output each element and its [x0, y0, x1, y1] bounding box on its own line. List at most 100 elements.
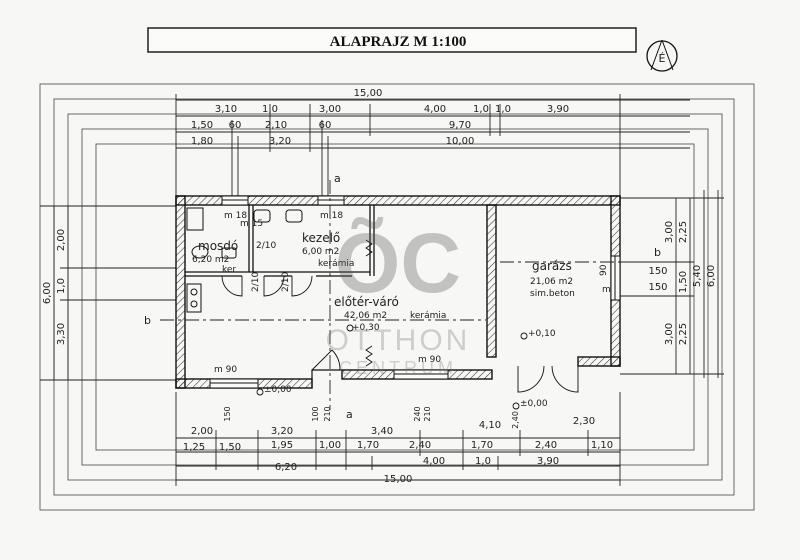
room-garazs-level: +0,10 — [528, 329, 556, 339]
dim-bot-r1-2: 3,40 — [371, 426, 393, 437]
tag-e90: 90 — [599, 264, 609, 276]
dim-bot-r2-3: 1,00 — [319, 440, 341, 451]
level-marker-icon — [256, 388, 264, 396]
dim-left-0: 2,00 — [56, 229, 67, 251]
dim-top-r3-0: 1,80 — [191, 136, 213, 147]
section-b-right: b — [654, 246, 661, 259]
doors — [221, 239, 579, 393]
dim-bot-r2-1: 1,50 — [219, 442, 241, 453]
dim-bot-r1-0: 2,00 — [191, 426, 213, 437]
north-letter: É — [659, 52, 666, 65]
level-entry: ±0,00 — [264, 385, 292, 395]
room-eloter-floor: kerámia — [410, 311, 446, 321]
bottom-dimension-lines — [175, 392, 621, 486]
dim-small-3: 240 — [413, 406, 422, 421]
top-dimension-lines — [175, 94, 690, 200]
dim-top-r2-3: 60 — [319, 120, 332, 131]
dim-bot-r2-2: 1,95 — [271, 440, 293, 451]
dim-small-1: 100 — [311, 406, 320, 421]
toilet-icon — [191, 245, 209, 259]
room-eloter-level: +0,30 — [352, 323, 380, 333]
dim-small-2: 210 — [323, 406, 332, 421]
dim-top-r1-6: 3,90 — [547, 104, 569, 115]
tag-m18-a: m 18 — [224, 211, 247, 221]
left-dimension-lines — [40, 205, 176, 381]
room-kezelo-floor: kerámia — [318, 259, 354, 269]
plan-title: ALAPRAJZ M 1:100 — [330, 34, 467, 50]
washbasin-icon-2 — [285, 209, 303, 223]
dim-top-overall: 15,00 — [354, 88, 383, 99]
dim-top-r1-3: 4,00 — [424, 104, 446, 115]
dim-top-r2-2: 2,10 — [265, 120, 287, 131]
room-kezelo-name: kezelő — [302, 231, 340, 245]
tag-m90-b: m 90 — [418, 355, 441, 365]
sink-icon — [221, 247, 237, 259]
left-dimension-text: 6,00 2,00 1,0 3,30 — [42, 229, 67, 345]
dim-top-r2-0: 1,50 — [191, 120, 213, 131]
dim-bot-r1-3: 4,10 — [479, 420, 501, 431]
dim-right-0: 3,00 — [664, 221, 675, 243]
dim-right-1: 2,25 — [678, 221, 689, 243]
north-arrow-icon: É — [646, 39, 678, 72]
sanitary-fixtures — [186, 207, 303, 313]
tag-m18-b: m 18 — [320, 211, 343, 221]
dim-right-2: 1,50 — [678, 271, 689, 293]
dim-top-r1-0: 3,10 — [215, 104, 237, 115]
tag-m-garage: m — [602, 285, 611, 295]
dim-right-3: 5,40 — [692, 265, 703, 287]
dim-right-small-0: 150 — [648, 266, 667, 277]
room-mosdo-floor: ker — [222, 265, 236, 275]
interior-partitions — [185, 205, 375, 277]
room-labels: mosdó 6,20 m2 2/10 ker kezelő 6,00 m2 ke… — [192, 231, 575, 409]
dim-bot-r3-1: 4,00 — [423, 456, 445, 467]
windows — [209, 195, 621, 389]
right-dimension-text: 6,00 3,00 2,25 1,50 5,40 3,00 2,25 150 1… — [648, 221, 717, 345]
dim-bot-r3-2: 1,0 — [475, 456, 491, 467]
dim-right-5: 2,25 — [678, 323, 689, 345]
bottom-dimension-text: 2,00 3,20 3,40 4,10 2,30 1,25 1,50 1,95 … — [183, 416, 613, 485]
dim-bot-r2-6: 1,70 — [471, 440, 493, 451]
dim-bot-r3-3: 3,90 — [537, 456, 559, 467]
room-mosdo-door: 2/10 — [256, 241, 276, 251]
dim-top-r3-2: 10,00 — [446, 136, 475, 147]
dim-top-r2-4: 9,70 — [449, 120, 471, 131]
dim-right-small-1: 150 — [648, 282, 667, 293]
section-b-left: b — [144, 314, 151, 327]
watermark-logo: ÕC OTTHON CENTRUM — [326, 216, 468, 378]
room-kezelo-area: 6,00 m2 — [302, 247, 339, 257]
dim-left-2: 3,30 — [56, 323, 67, 345]
dim-right-overall: 6,00 — [706, 265, 717, 287]
section-a-top: a — [334, 172, 341, 185]
dim-top-r2-1: 60 — [229, 120, 242, 131]
watermark-line2: CENTRUM — [339, 358, 457, 378]
washbasin-icon — [253, 209, 271, 223]
room-eloter-name: előtér-váró — [334, 295, 399, 309]
dim-bot-r1-4: 2,30 — [573, 416, 595, 427]
room-eloter-area: 42,06 m2 — [344, 311, 387, 321]
room-kezelo-door: 2/10 — [281, 272, 291, 292]
room-small-door: 2/10 — [251, 272, 261, 292]
dim-bot-r2-4: 1,70 — [357, 440, 379, 451]
section-markers: b b a a — [144, 172, 661, 421]
section-lines — [160, 180, 650, 410]
room-mosdo-area: 6,20 m2 — [192, 255, 229, 265]
dim-small-4: 210 — [423, 406, 432, 421]
level-marker-icon — [346, 324, 354, 332]
title-block: ALAPRAJZ M 1:100 — [147, 27, 637, 53]
right-dimension-lines — [620, 190, 724, 378]
room-garazs-floor: sim.beton — [530, 289, 575, 299]
room-mosdo-name: mosdó — [198, 239, 238, 253]
dim-top-r1-4: 1,0 — [473, 104, 489, 115]
section-a-bottom: a — [346, 408, 353, 421]
dim-bot-r2-7: 2,40 — [535, 440, 557, 451]
dim-left-1: 1,0 — [56, 278, 67, 294]
dim-left-overall: 6,00 — [42, 282, 53, 304]
watermark-mark: ÕC — [335, 216, 461, 310]
level-garage-out: ±0,00 — [520, 399, 548, 409]
dim-small-5: 2,40 — [511, 411, 520, 429]
room-garazs-name: garázs — [532, 259, 572, 273]
dim-bot-r3-0: 6,20 — [275, 462, 297, 473]
dim-right-4: 3,00 — [664, 323, 675, 345]
level-markers — [256, 324, 528, 410]
